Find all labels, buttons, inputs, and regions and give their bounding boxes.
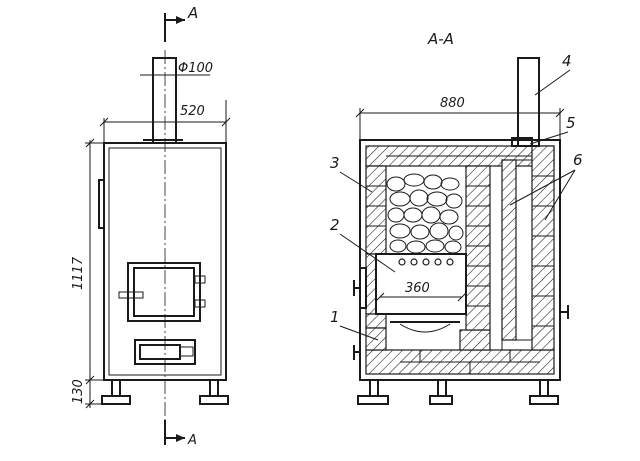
section-legs — [357, 379, 559, 405]
firebox-dimension: 360 — [375, 281, 467, 302]
flue-channel-1 — [489, 165, 503, 351]
dim-pipe-diameter: Φ100 — [178, 61, 213, 76]
firebox-door — [118, 262, 206, 322]
brick-lining — [365, 145, 555, 375]
callout-1: 1 — [330, 308, 340, 326]
section-title: A-A — [427, 30, 454, 48]
front-view: A Φ100 520 — [71, 4, 231, 448]
dim-section-width: 880 — [440, 96, 465, 111]
callout-5: 5 — [566, 114, 576, 132]
flue-channel-2 — [515, 159, 533, 341]
callout-6: 6 — [573, 151, 583, 169]
section-width-dimension: 880 — [355, 96, 565, 142]
section-letter-bottom: A — [187, 433, 197, 448]
sauna-stones — [386, 173, 464, 266]
section-mark-bottom: A — [164, 420, 197, 448]
callouts: 4 5 6 3 2 1 — [330, 52, 583, 341]
callout-2: 2 — [330, 216, 340, 234]
grate — [390, 321, 460, 333]
front-legs — [101, 379, 229, 405]
side-valve — [560, 305, 569, 319]
dim-front-width: 520 — [180, 104, 205, 119]
front-chimney: Φ100 — [140, 57, 213, 144]
section-casing — [359, 139, 561, 381]
dim-firebox: 360 — [405, 281, 430, 296]
side-handle — [98, 179, 105, 229]
callout-4: 4 — [562, 52, 572, 70]
section-letter-top: A — [187, 4, 198, 22]
section-doors — [353, 267, 367, 360]
dim-legs-height: 130 — [71, 379, 86, 404]
dim-front-height: 1117 — [71, 256, 86, 290]
front-height-dimension: 1117 130 — [71, 138, 104, 409]
firebox — [375, 253, 467, 315]
section-view: A-A 880 — [330, 30, 583, 405]
section-mark-top: A — [164, 4, 198, 42]
section-chimney — [511, 57, 540, 147]
callout-3: 3 — [330, 154, 340, 172]
